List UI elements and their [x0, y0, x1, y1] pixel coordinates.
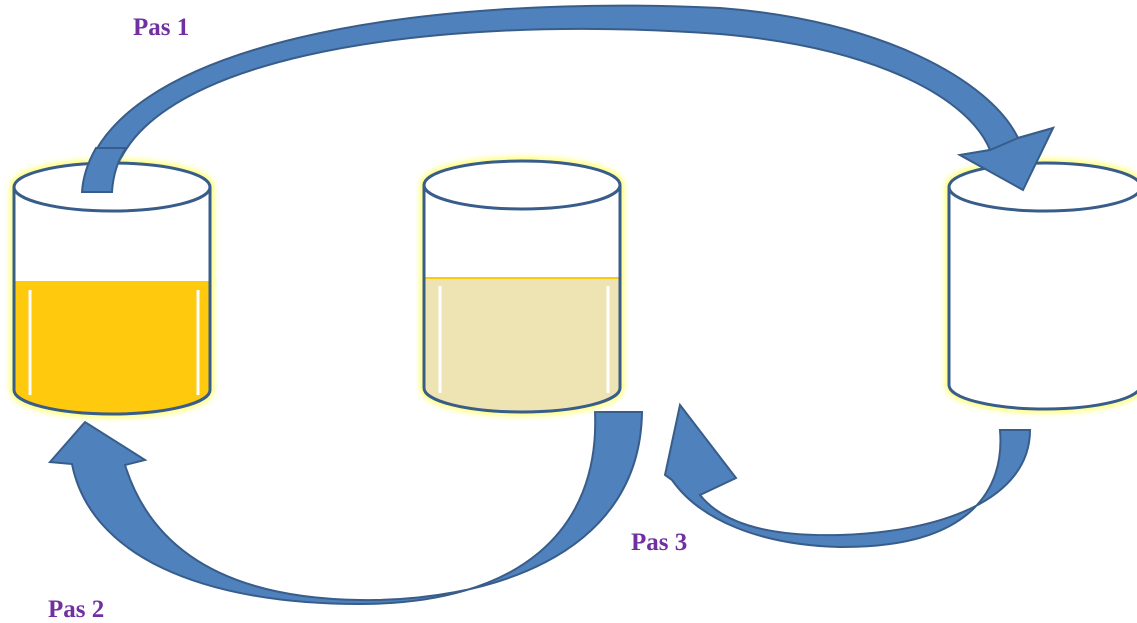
step-3-label: Pas 3 — [631, 529, 688, 556]
middle-cup — [420, 157, 624, 416]
step-2-label: Pas 2 — [48, 596, 105, 623]
right-cup-rim — [947, 161, 1137, 213]
right-cup-body — [949, 187, 1137, 409]
middle-cup-rim — [422, 159, 622, 211]
arrow-step-1-head — [957, 126, 1055, 192]
arrow-step-3 — [663, 402, 1032, 549]
middle-cup-liquid — [424, 278, 620, 412]
left-cup — [10, 159, 214, 418]
arrow-step-2 — [47, 411, 644, 606]
step-1-label: Pas 1 — [133, 14, 190, 41]
arrow-step-1-tail — [80, 147, 128, 193]
left-cup-liquid — [14, 282, 210, 414]
right-cup — [945, 159, 1137, 413]
